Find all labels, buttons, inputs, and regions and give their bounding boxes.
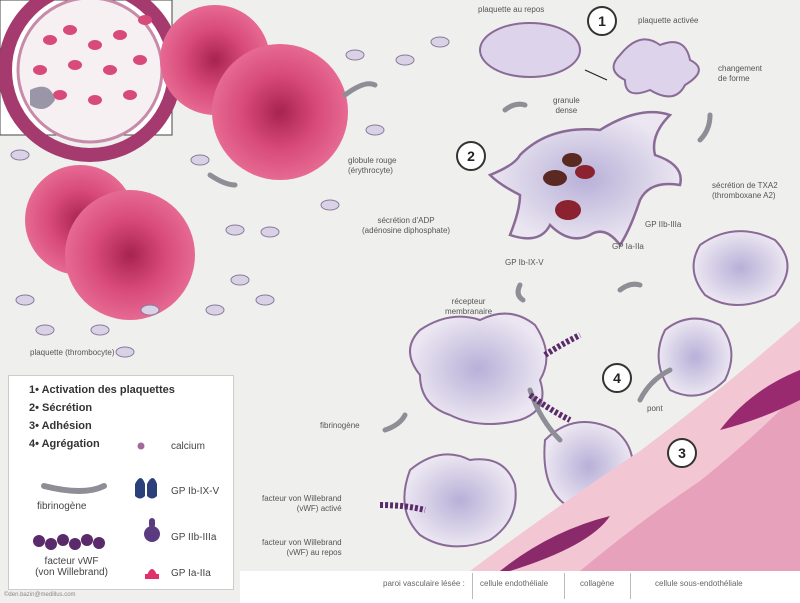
separator (472, 573, 473, 599)
label-txa2-line2: (thromboxane A2) (712, 191, 776, 200)
resting-platelets (10, 36, 450, 358)
label-damaged-wall: paroi vasculaire lésée : (383, 579, 465, 588)
label-membrane-receptor-line1: récepteur (451, 297, 486, 306)
label-vwf-activated: facteur von Willebrand(vWF) activé (262, 494, 342, 514)
label-txa2-secretion: sécrétion de TXA2(thromboxane A2) (712, 181, 778, 201)
label-dense-granule-line2: dense (555, 106, 578, 115)
activated-platelet (612, 38, 700, 98)
legend-step-3: 3• Adhésion (29, 420, 92, 432)
vwf-icon (33, 534, 105, 550)
label-shape-change-line2: de forme (718, 74, 750, 83)
label-subendothelial-cell: cellule sous-endothéliale (655, 579, 743, 588)
gp-ia-iia-icon (145, 569, 159, 579)
step-1-marker: 1 (587, 6, 617, 36)
label-endothelial-cell: cellule endothéliale (480, 579, 549, 588)
label-vwf-resting-line1: facteur von Willebrand (262, 538, 342, 547)
label-gp-iib-iiia: GP IIb-IIIa (645, 220, 682, 229)
label-red-blood-cell: globule rouge(érythrocyte) (348, 156, 396, 176)
vessel-wall-legend: paroi vasculaire lésée : cellule endothé… (240, 571, 800, 603)
legend-step-1: 1• Activation des plaquettes (29, 384, 175, 396)
legend-gp-ib-ix-v: GP Ib-IX-V (171, 486, 220, 497)
step-4-marker: 4 (602, 363, 632, 393)
separator (564, 573, 565, 599)
legend-gp-iib-iiia: GP IIb-IIIa (171, 532, 217, 543)
step-2-marker: 2 (456, 141, 486, 171)
damaged-vessel-wall (470, 321, 800, 571)
legend-fibrinogen: fibrinogène (37, 501, 87, 512)
label-dense-granule-line1: granule (553, 96, 580, 105)
label-gp-ib-ix-v: GP Ib-IX-V (505, 258, 544, 267)
label-resting-platelet: plaquette au repos (478, 5, 545, 14)
gp-ib-ix-v-icon (135, 478, 157, 499)
label-fibrinogen: fibrinogène (320, 421, 360, 430)
label-shape-change-line1: changement (718, 64, 763, 73)
fibrinogen-icon (41, 483, 107, 494)
legend-calcium: calcium (171, 441, 205, 452)
label-vwf-resting-line2: (vWF) au repos (286, 548, 342, 557)
separator (630, 573, 631, 599)
legend-vwf: facteur vWF(von Willebrand) (29, 556, 114, 578)
label-vwf-activated-line2: (vWF) activé (296, 504, 342, 513)
label-adp-line1: sécrétion d'ADP (377, 216, 435, 225)
calcium-icon (137, 442, 145, 450)
credit: ©den.bazin@medillus.com (4, 592, 76, 598)
legend-vwf-line2: (von Willebrand) (35, 567, 108, 578)
vessel-cross-section-inset (0, 0, 182, 162)
label-vwf-resting: facteur von Willebrand(vWF) au repos (262, 538, 342, 558)
label-membrane-receptor-line2: membranaire (445, 307, 493, 316)
label-activated-platelet: plaquette activée (638, 16, 699, 25)
label-txa2-line1: sécrétion de TXA2 (712, 181, 778, 190)
label-platelet: plaquette (thrombocyte) (30, 348, 115, 357)
step-3-marker: 3 (667, 438, 697, 468)
label-red-blood-cell-line2: (érythrocyte) (348, 166, 393, 175)
label-gp-ia-iia: GP Ia-IIa (612, 242, 644, 251)
legend-step-2: 2• Sécrétion (29, 402, 93, 414)
label-adp-secretion: sécrétion d'ADP(adénosine diphosphate) (362, 216, 450, 236)
label-red-blood-cell-line1: globule rouge (348, 156, 397, 165)
legend-gp-ia-iia: GP Ia-IIa (171, 568, 211, 579)
legend-vwf-line1: facteur vWF (44, 556, 99, 567)
legend-icons (33, 442, 160, 579)
gp-iib-iiia-icon (144, 518, 160, 542)
legend: 1• Activation des plaquettes 2• Sécrétio… (8, 375, 234, 590)
label-adp-line2: (adénosine diphosphate) (362, 226, 451, 235)
resting-platelet (479, 22, 581, 78)
legend-step-4: 4• Agrégation (29, 438, 100, 450)
label-collagen: collagène (580, 579, 615, 588)
label-bridge: pont (647, 404, 663, 413)
label-vwf-activated-line1: facteur von Willebrand (262, 494, 342, 503)
red-blood-cells (25, 5, 348, 320)
